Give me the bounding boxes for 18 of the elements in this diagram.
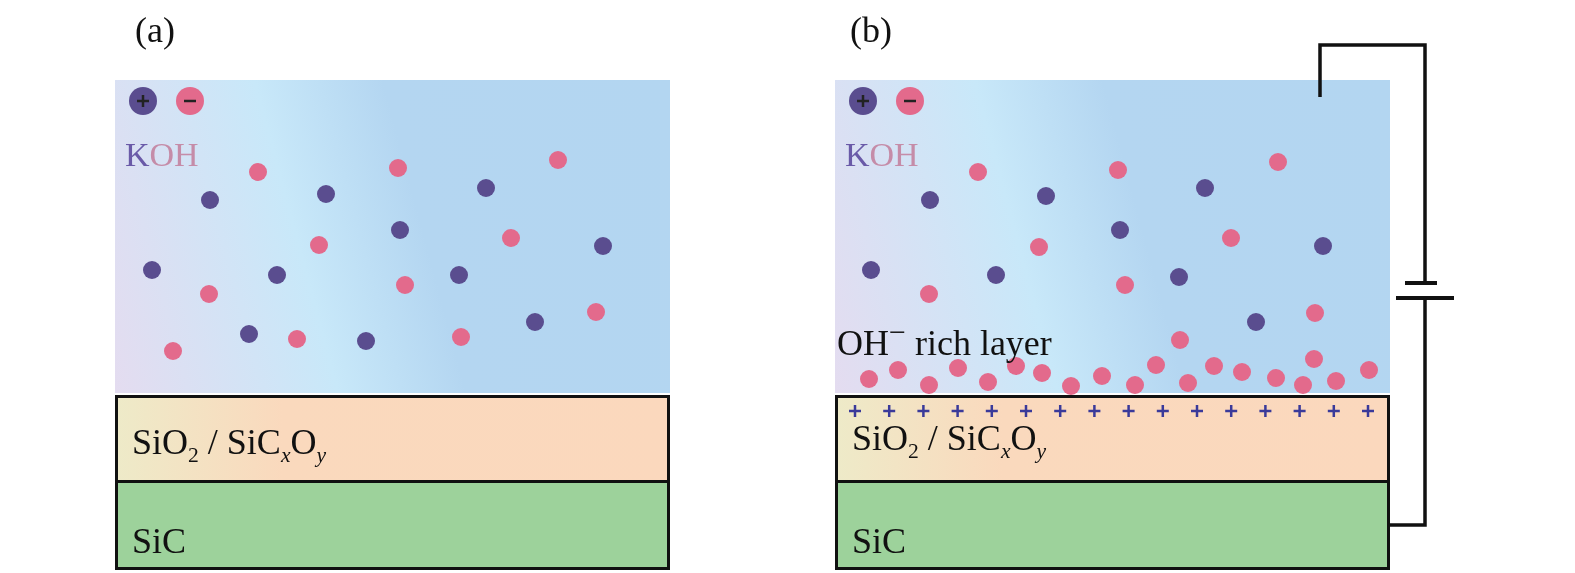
substrate-layer (835, 480, 1390, 570)
panel-label: (b) (850, 12, 892, 48)
layer-label: SiO$_{2}$ / SiC$_{x}$O$_{y}$ (132, 424, 327, 467)
substrate-layer (115, 480, 670, 570)
layer-label: SiC (852, 523, 907, 559)
layer-label: OH$^{−}$ rich layer (837, 317, 1052, 361)
layer-label: SiO$_{2}$ / SiC$_{x}$O$_{y}$ (852, 420, 1047, 463)
solution-region (115, 80, 670, 393)
layer-label: SiC (132, 523, 187, 559)
electrolyte-label: KOH (125, 138, 199, 172)
oxide-layer (115, 395, 670, 483)
oxide-layer (835, 395, 1390, 483)
wire (1390, 298, 1427, 527)
battery-symbol (1396, 281, 1454, 300)
solution-region (835, 80, 1390, 393)
wire (1318, 43, 1427, 283)
electrolyte-label: KOH (845, 138, 919, 172)
panel-label: (a) (135, 12, 175, 48)
